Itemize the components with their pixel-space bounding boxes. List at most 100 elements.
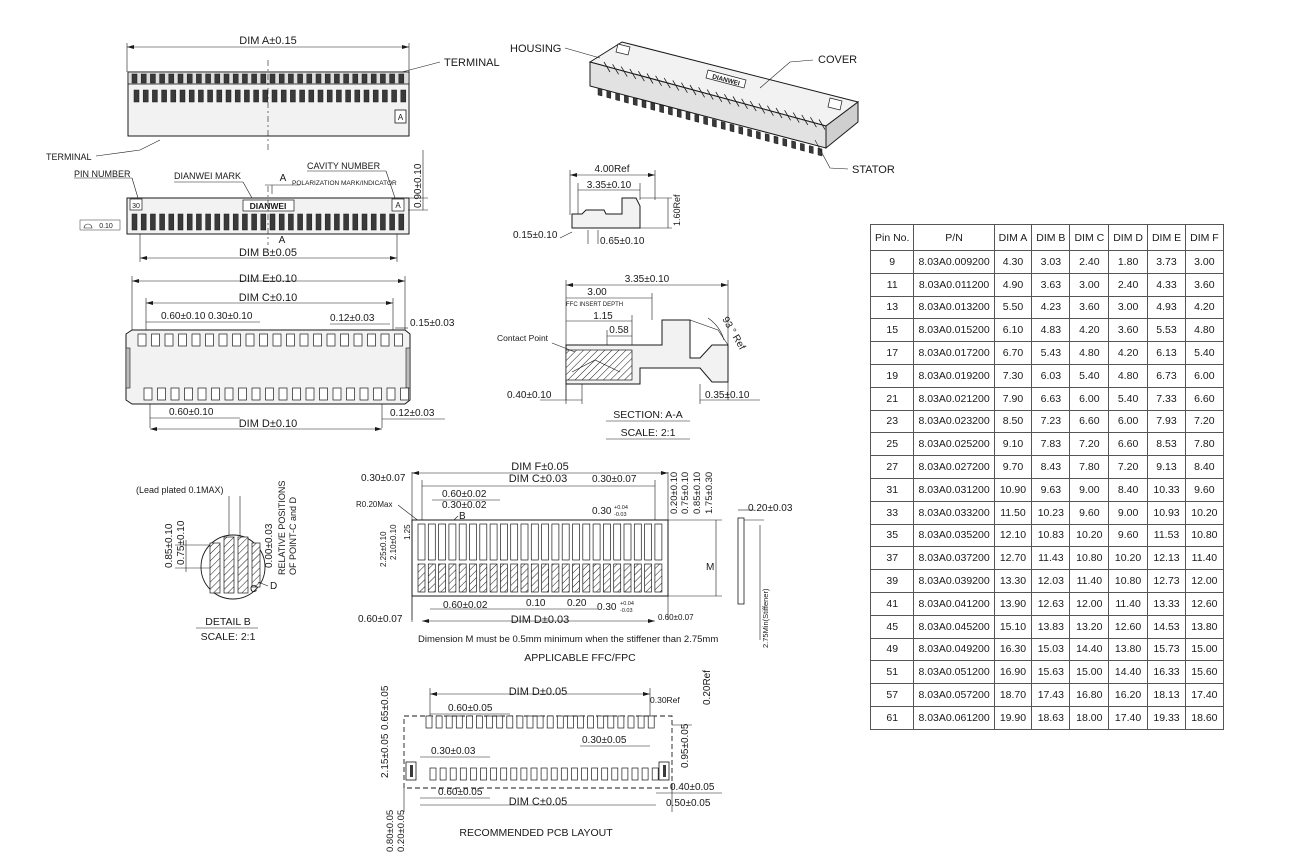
top-pin	[150, 73, 156, 84]
table-cell: 7.90	[993, 386, 1033, 411]
top-pin	[214, 73, 221, 84]
top-pin	[234, 89, 241, 103]
table-cell: 3.00	[1108, 295, 1148, 320]
dim-c-label: DIM C±0.10	[239, 292, 298, 304]
pitch-pin	[191, 333, 201, 347]
dianwei-mark-label: DIANWEI MARK	[174, 171, 241, 181]
iso-slot	[663, 77, 671, 89]
table-cell: 14.53	[1146, 614, 1187, 639]
table-cell: 4.80	[1185, 318, 1224, 343]
section-title: SECTION: A-A	[613, 409, 682, 421]
iso-pin	[624, 94, 629, 104]
ffc-trace	[427, 563, 436, 593]
table-cell: 11.40	[1185, 546, 1224, 571]
table-cell: 15	[869, 318, 915, 343]
top-pin	[370, 73, 377, 84]
front-pin	[334, 213, 340, 231]
top-pin	[244, 89, 250, 103]
table-cell: 6.00	[1185, 363, 1224, 388]
ffc-trace	[582, 563, 591, 593]
table-cell: 10.80	[1069, 546, 1110, 571]
ffc-trace	[603, 563, 611, 593]
pitch-pin	[251, 387, 261, 401]
top-pin	[196, 73, 202, 84]
pcb-pad-row-top	[425, 715, 655, 729]
table-header-cell: DIM D	[1108, 224, 1148, 251]
top-pin	[361, 73, 368, 84]
table-cell: 8.03A0.013200	[913, 295, 995, 320]
table-cell: 10.33	[1146, 477, 1187, 502]
iso-slot	[655, 75, 662, 87]
table-cell: 31	[869, 477, 915, 502]
ffc-trace	[530, 563, 539, 593]
dim-080-pcb-label: 0.80±0.05	[385, 810, 396, 852]
iso-slot	[724, 93, 731, 105]
pitch-pin	[205, 333, 214, 347]
detail-lead-2	[223, 536, 235, 594]
contact-point-label: Contact Point	[497, 333, 549, 343]
table-cell: 4.33	[1146, 272, 1187, 297]
pcb-pad	[486, 715, 493, 729]
table-header-cell: DIM B	[1031, 224, 1071, 251]
dim-225-label: 2.25±0.10	[379, 531, 388, 567]
ffc-trace	[448, 563, 457, 593]
iso-pin	[632, 97, 638, 106]
iso-pin	[650, 102, 656, 111]
table-cell: 6.13	[1146, 341, 1187, 365]
front-pin	[251, 213, 257, 231]
dim-012-top-label: 0.12±0.03	[330, 313, 375, 324]
top-pin	[207, 89, 213, 103]
ffc-trace	[551, 563, 560, 593]
table-cell: 35	[869, 523, 915, 548]
dim-020-ffc-label: 0.20±0.10	[669, 472, 680, 514]
ffc-finger	[510, 523, 519, 561]
top-pin	[324, 73, 331, 84]
pitch-pin	[238, 387, 247, 401]
iso-pin	[641, 99, 647, 109]
table-cell: 8.03A0.031200	[913, 477, 995, 502]
iso-slot	[810, 116, 817, 128]
table-cell: 4.80	[1108, 363, 1148, 388]
pcb-pad	[476, 715, 483, 729]
top-pin	[271, 89, 278, 103]
pitch-pin	[178, 333, 187, 347]
table-cell: 8.03A0.039200	[913, 569, 995, 593]
table-cell: 12.00	[1069, 591, 1110, 616]
table-cell: 9.00	[1069, 477, 1110, 502]
pitch-pin	[326, 333, 336, 347]
top-pin	[389, 73, 395, 84]
pitch-pin	[353, 333, 363, 347]
detail-lead-1	[209, 542, 221, 594]
pitch-pin	[164, 333, 174, 347]
pcb-pad	[449, 767, 457, 781]
table-cell: 6.03	[1031, 363, 1071, 388]
table-cell: 10.90	[993, 477, 1033, 502]
iso-slot	[758, 103, 766, 114]
table-cell: 10.83	[1031, 523, 1071, 548]
ffc-trace	[469, 563, 477, 593]
table-cell: 6.10	[993, 318, 1033, 343]
iso-slot	[792, 112, 800, 123]
dim-030-tol-label: 0.30	[592, 506, 612, 517]
table-cell: 6.70	[993, 341, 1033, 365]
pitch-pin	[367, 333, 376, 347]
pcb-pad	[480, 767, 487, 781]
top-pin	[326, 89, 333, 103]
table-cell: 17.40	[1185, 683, 1224, 707]
table-cell: 12.60	[1108, 614, 1148, 639]
pcb-pad	[587, 715, 594, 729]
dim-058-label: 0.58	[609, 325, 629, 336]
pcb-pad	[597, 715, 605, 729]
r-max-label: R0.20Max	[356, 500, 392, 509]
table-cell: 15.73	[1146, 637, 1187, 662]
ffc-finger	[438, 523, 446, 561]
iso-pin	[773, 135, 779, 145]
